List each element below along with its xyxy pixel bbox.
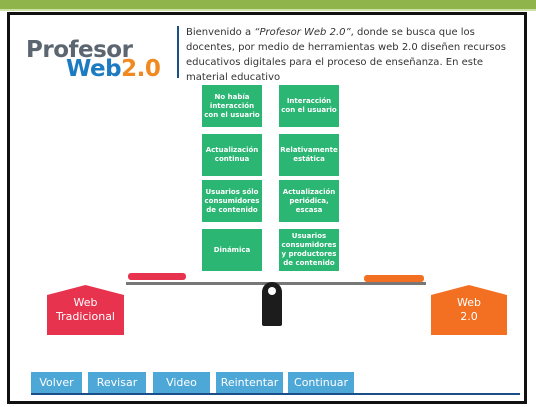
card-no-interaccion[interactable]: No había interacción con el usuario — [202, 85, 262, 127]
scale-fulcrum — [262, 282, 282, 326]
web-20-line2: 2.0 — [460, 310, 478, 323]
right-drop-plate[interactable] — [364, 275, 424, 282]
logo-web20: Web2.0 — [66, 56, 161, 82]
intro-before: Bienvenido a — [186, 27, 255, 38]
video-button[interactable]: Video — [153, 372, 210, 393]
intro-after: , donde se busca que los docentes, por m… — [186, 27, 506, 83]
logo-profesor: Profesor — [26, 37, 133, 63]
card-usuarios-productores[interactable]: Usuarios consumidores y productores de c… — [279, 229, 339, 271]
reintentar-button[interactable]: Reintentar — [216, 372, 283, 393]
revisar-button[interactable]: Revisar — [88, 372, 146, 393]
web-tradicional-target[interactable]: Web Tradicional — [47, 285, 124, 335]
intro-text: Bienvenido a “Profesor Web 2.0”, donde s… — [186, 25, 526, 85]
card-usuarios-consumidores[interactable]: Usuarios sólo consumidores de contenido — [202, 180, 262, 222]
card-interaccion[interactable]: Interacción con el usuario — [279, 85, 339, 127]
card-relativamente-estatica[interactable]: Relativamente estática — [279, 134, 339, 176]
logo-version: 2.0 — [121, 56, 161, 82]
nav-underline — [31, 393, 520, 395]
card-actualizacion-continua[interactable]: Actualización continua — [202, 134, 262, 176]
card-actualizacion-periodica[interactable]: Actualización periódica, escasa — [279, 180, 339, 222]
web-tradicional-line2: Tradicional — [55, 310, 115, 323]
left-drop-plate[interactable] — [128, 273, 186, 280]
header-divider — [177, 26, 179, 78]
top-band — [0, 0, 536, 9]
intro-emphasis: “Profesor Web 2.0” — [254, 27, 351, 38]
content-frame — [7, 12, 527, 404]
card-dinamica[interactable]: Dinámica — [202, 229, 262, 271]
continuar-button[interactable]: Continuar — [288, 372, 354, 393]
web-tradicional-line1: Web — [73, 296, 98, 309]
scale-pivot — [268, 287, 276, 295]
web-20-line1: Web — [457, 296, 481, 309]
logo-web: Web — [66, 56, 122, 82]
volver-button[interactable]: Volver — [31, 372, 82, 393]
top-band-accent — [0, 9, 536, 11]
web-20-target[interactable]: Web 2.0 — [431, 285, 507, 335]
